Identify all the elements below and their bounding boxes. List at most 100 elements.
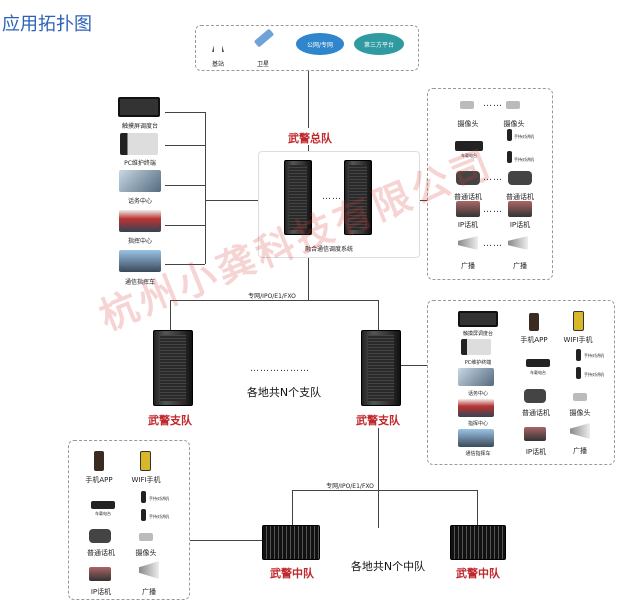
- ip-phone-label: IP话机: [90, 588, 112, 596]
- handheld-radio-icon: [141, 509, 146, 521]
- dots: ………………: [250, 364, 310, 374]
- system-label: 融合通信调度系统: [304, 246, 354, 253]
- item-label: 通信指挥车: [465, 451, 491, 457]
- pc-terminal-icon: [120, 133, 158, 155]
- base-station-label: 基站: [211, 61, 225, 68]
- server-rack-icon: [284, 160, 312, 235]
- call-center-image: [458, 368, 494, 386]
- vehicle-radio-icon: [91, 501, 115, 509]
- server-rack-icon: [361, 330, 401, 406]
- speaker-icon: [458, 236, 478, 250]
- vehicle-radio-label: 车载电台: [530, 370, 546, 375]
- left-item-label: 话务中心: [127, 198, 153, 205]
- external-networks-box: 基站 卫星 公网/专网 第三方平台: [195, 25, 419, 71]
- camera-icon: [573, 393, 587, 401]
- base-station-icon: [212, 32, 224, 52]
- handheld-label: 手持对讲机: [149, 496, 169, 501]
- server-rack-icon: [153, 330, 193, 406]
- cloud-icon: 公网/专网: [296, 33, 344, 55]
- squadron-count-label: 各地共N个中队: [350, 560, 426, 573]
- switch-chassis-icon: [450, 525, 506, 560]
- phone-icon: [524, 389, 546, 403]
- left-item-label: 触摸屏调度台: [121, 123, 159, 130]
- command-vehicle-image: [458, 429, 494, 447]
- handheld-radio-icon: [576, 349, 581, 361]
- squadron-devices-box: 手机APP WIFI手机 车载电台 手持对讲机 手持对讲机 普通话机 摄像头 I…: [68, 440, 190, 600]
- camera-label: 摄像头: [457, 120, 479, 128]
- camera-label: 摄像头: [503, 120, 525, 128]
- ip-phone-icon: [508, 201, 532, 217]
- phone-icon: [89, 529, 111, 543]
- phone-label: 普通话机: [506, 193, 534, 201]
- fusion-system-box: …… 融合通信调度系统: [258, 151, 420, 258]
- camera-icon: [506, 101, 520, 109]
- detachment-label: 武警支队: [148, 414, 192, 427]
- broadcast-label: 广播: [142, 588, 156, 596]
- handheld-radio-icon: [141, 491, 146, 503]
- third-party-label: 第三方平台: [363, 41, 394, 49]
- handheld-label: 手持对讲机: [514, 157, 534, 162]
- broadcast-label: 广播: [461, 262, 475, 270]
- wifi-phone-label: WIFI手机: [131, 476, 161, 484]
- handheld-label: 手持对讲机: [514, 134, 534, 139]
- dots: ……: [483, 205, 503, 215]
- ip-phone-label: IP话机: [457, 221, 479, 229]
- page-title: 应用拓扑图: [2, 14, 92, 35]
- ip-phone-label: IP话机: [509, 221, 531, 229]
- item-label: 指挥中心: [467, 421, 489, 427]
- handheld-label: 手持对讲机: [584, 353, 604, 358]
- vehicle-radio-icon: [455, 141, 483, 151]
- wifi-phone-label: WIFI手机: [563, 336, 593, 344]
- item-label: PC维护终端: [464, 360, 492, 366]
- ip-phone-icon: [524, 427, 546, 441]
- vehicle-radio-icon: [526, 359, 550, 367]
- broadcast-label: 广播: [573, 447, 587, 455]
- cloud-icon: 第三方平台: [354, 33, 404, 55]
- wifi-phone-icon: [573, 311, 584, 331]
- handheld-label: 手持对讲机: [584, 372, 604, 377]
- handheld-radio-icon: [507, 151, 512, 163]
- vehicle-radio-label: 车载电台: [95, 511, 111, 516]
- public-network-label: 公网/专网: [306, 41, 334, 49]
- server-rack-icon: [344, 160, 372, 235]
- camera-icon: [460, 101, 474, 109]
- phone-label: 普通话机: [87, 549, 115, 557]
- broadcast-label: 广播: [513, 262, 527, 270]
- detachment-count-label: 各地共N个支队: [246, 386, 322, 399]
- item-label: 触摸屏调度台: [462, 331, 494, 337]
- phone-label: 普通话机: [454, 193, 482, 201]
- camera-icon: [139, 533, 153, 541]
- phone-icon: [456, 171, 480, 185]
- satellite-icon: [253, 28, 275, 48]
- ip-phone-label: IP话机: [525, 448, 547, 456]
- mobile-app-label: 手机APP: [85, 476, 113, 484]
- camera-label: 摄像头: [569, 409, 591, 417]
- handheld-label: 手持对讲机: [149, 514, 169, 519]
- wifi-phone-icon: [140, 451, 151, 471]
- command-center-image: [119, 210, 161, 232]
- squadron-label: 武警中队: [270, 567, 314, 580]
- phone-icon: [508, 171, 532, 185]
- mobile-phone-icon: [529, 313, 539, 331]
- vehicle-radio-label: 车载电台: [461, 153, 477, 158]
- speaker-icon: [139, 561, 159, 579]
- dots: ……: [483, 239, 503, 249]
- call-center-image: [119, 170, 161, 192]
- speaker-icon: [570, 423, 590, 439]
- handheld-radio-icon: [507, 129, 512, 141]
- speaker-icon: [508, 236, 528, 250]
- link-label: 专网/IPO/E1/FXO: [248, 293, 296, 300]
- touch-console-icon: [458, 311, 498, 327]
- dots: ……: [322, 192, 342, 202]
- left-item-label: 通信指挥车: [124, 279, 156, 286]
- ip-phone-icon: [89, 567, 111, 581]
- detachment-devices-box: 触摸屏调度台 PC维护终端 话务中心 指挥中心 通信指挥车 手机APP WIFI…: [427, 300, 615, 465]
- command-center-image: [458, 399, 494, 417]
- dots: ……: [483, 99, 503, 109]
- terminal-devices-box: …… 摄像头 摄像头 车载电台 手持对讲机 手持对讲机 …… 普通话机 普通话机…: [427, 88, 553, 280]
- touch-console-icon: [118, 97, 160, 117]
- pc-terminal-icon: [461, 339, 491, 355]
- dots: ……: [483, 173, 503, 183]
- phone-label: 普通话机: [522, 409, 550, 417]
- switch-chassis-icon: [262, 525, 320, 560]
